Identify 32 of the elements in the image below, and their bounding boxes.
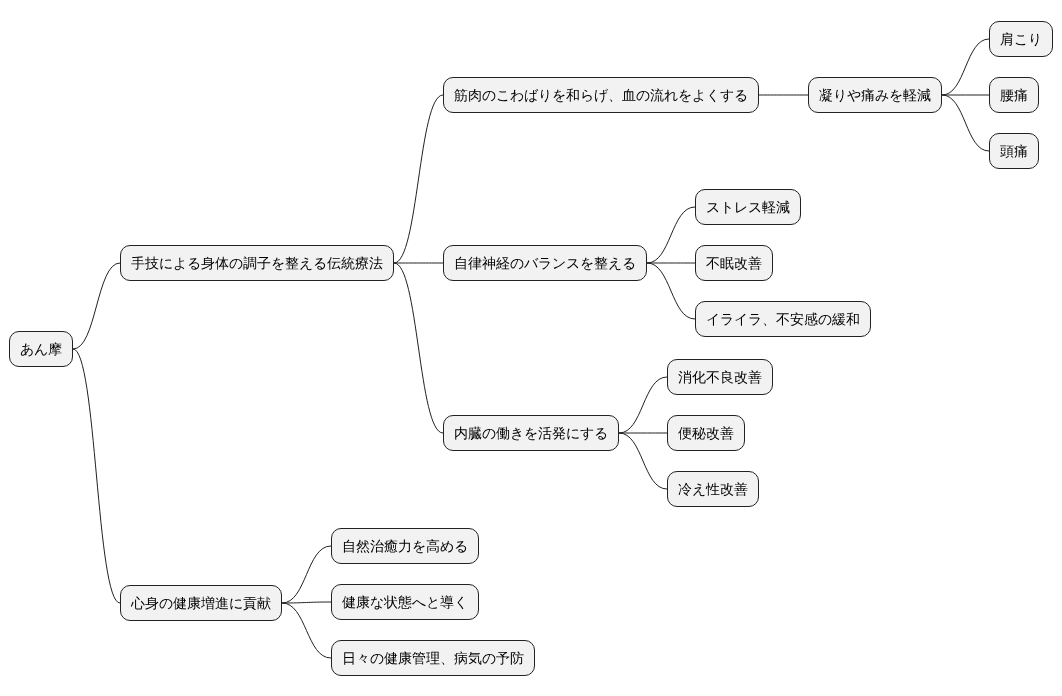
connector-line	[618, 432, 668, 434]
topic-box: 頭痛	[989, 133, 1039, 169]
topic-box: 不眠改善	[695, 245, 773, 281]
topic-box: 腰痛	[989, 77, 1039, 113]
topic-box: ストレス軽減	[695, 189, 801, 225]
topic-box: 手技による身体の調子を整える伝統療法	[120, 245, 394, 281]
topic-box: 内臓の働きを活発にする	[443, 415, 619, 451]
topic-box: 自然治癒力を高める	[331, 528, 479, 564]
connector-line	[72, 348, 121, 604]
connector-line	[646, 262, 696, 320]
connector-line	[393, 262, 444, 264]
topic-box: 凝りや痛みを軽減	[808, 77, 942, 113]
connector-line	[941, 94, 990, 96]
topic-box: あん摩	[9, 331, 73, 367]
topic-box: イライラ、不安感の緩和	[695, 301, 871, 337]
topic-box: 日々の健康管理、病気の予防	[331, 640, 535, 676]
topic-box: 冷え性改善	[667, 471, 759, 507]
topic-box: 便秘改善	[667, 415, 745, 451]
topic-box: 肩こり	[989, 21, 1053, 57]
connector-line	[393, 262, 444, 434]
connector-line	[281, 601, 332, 604]
connector-line	[618, 432, 668, 490]
connector-line	[281, 602, 332, 659]
connector-line	[646, 262, 696, 264]
connector-line	[941, 94, 990, 152]
topic-box: 心身の健康増進に貢献	[120, 585, 282, 621]
topic-box: 筋肉のこわばりを和らげ、血の流れをよくする	[443, 77, 759, 113]
connector-line	[758, 94, 809, 96]
topic-box: 消化不良改善	[667, 359, 773, 395]
topic-box: 自律神経のバランスを整える	[443, 245, 647, 281]
connector-line	[72, 262, 121, 350]
topic-box: 健康な状態へと導く	[331, 584, 479, 620]
